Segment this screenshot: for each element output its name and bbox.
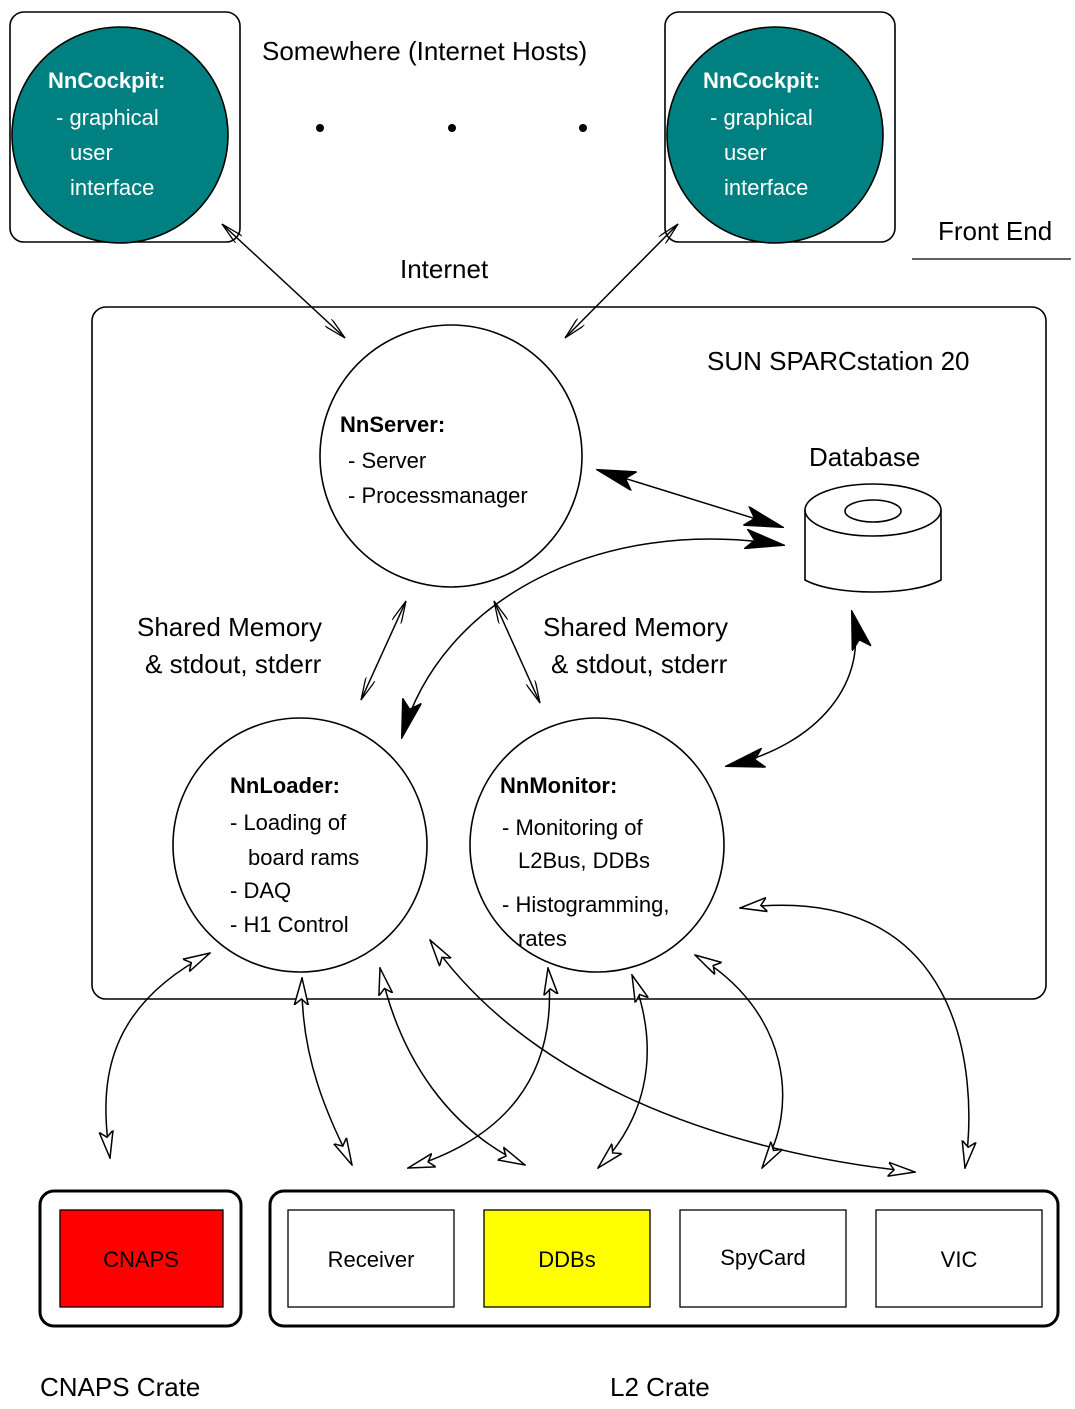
- server-loader-arrow: [360, 601, 407, 700]
- internet-label: Internet: [400, 254, 489, 284]
- ellipsis-dot-2: [448, 124, 456, 132]
- ddbs-card: [483, 1209, 651, 1308]
- cockpit-left-title: NnCockpit:: [48, 68, 165, 93]
- cockpit-left-line-2: user: [70, 140, 113, 165]
- nnloader-line-4: - H1 Control: [230, 912, 349, 937]
- shared-memory-left-line-1: Shared Memory: [137, 612, 322, 642]
- cockpit-left-line-3: interface: [70, 175, 154, 200]
- somewhere-label: Somewhere (Internet Hosts): [262, 36, 587, 66]
- spycard-card: [679, 1209, 847, 1308]
- cockpit-host-left: NnCockpit: - graphical user interface: [9, 11, 241, 244]
- cockpit-right-title: NnCockpit:: [703, 68, 820, 93]
- loader-cnaps-arrow: [106, 953, 210, 1158]
- monitor-spycard-arrow: [695, 955, 783, 1168]
- nnmonitor-circle: [469, 717, 725, 973]
- ddbs-card-label: DDBs: [538, 1247, 595, 1272]
- cnaps-crate-label: CNAPS Crate: [40, 1372, 200, 1402]
- cockpit-right-line-3: interface: [724, 175, 808, 200]
- nnmonitor-title: NnMonitor:: [500, 773, 617, 798]
- cockpit-left-circle: [11, 26, 229, 244]
- l2-crate: Receiver DDBs SpyCard VIC L2 Crate: [268, 1189, 1060, 1402]
- shared-memory-right-line-1: Shared Memory: [543, 612, 728, 642]
- ellipsis-dot-3: [579, 124, 587, 132]
- nnserver-line-2: - Processmanager: [348, 483, 528, 508]
- nnmonitor-line-4: rates: [518, 926, 567, 951]
- database-monitor-arrow: [727, 612, 856, 766]
- nnloader-title: NnLoader:: [230, 773, 340, 798]
- internet-arrow-right: [565, 224, 678, 338]
- loader-vic-arrow: [430, 940, 915, 1172]
- spycard-card-label: SpyCard: [720, 1245, 806, 1270]
- nnloader-line-2: board rams: [248, 845, 359, 870]
- nnloader-line-3: - DAQ: [230, 878, 291, 903]
- database-label: Database: [809, 442, 920, 472]
- loader-receiver-arrow: [302, 978, 352, 1165]
- server-database-arrow: [598, 470, 782, 527]
- nnmonitor-line-3: - Histogramming,: [502, 892, 669, 917]
- shared-memory-left-line-2: & stdout, stderr: [145, 649, 322, 679]
- cnaps-card-label: CNAPS: [103, 1247, 179, 1272]
- sun-sparcstation-label: SUN SPARCstation 20: [707, 346, 970, 376]
- monitor-receiver-arrow: [408, 968, 550, 1168]
- nnmonitor-line-1: - Monitoring of: [502, 815, 644, 840]
- vic-card-label: VIC: [941, 1247, 978, 1272]
- nnserver-title: NnServer:: [340, 412, 445, 437]
- front-end-label: Front End: [938, 216, 1052, 246]
- monitor-ddbs-arrow: [598, 975, 647, 1168]
- receiver-card-label: Receiver: [328, 1247, 415, 1272]
- database-cylinder-hole: [844, 499, 902, 523]
- cockpit-right-line-1: - graphical: [710, 105, 813, 130]
- ellipsis-dot-1: [316, 124, 324, 132]
- nnserver-line-1: - Server: [348, 448, 426, 473]
- cockpit-left-line-1: - graphical: [56, 105, 159, 130]
- shared-memory-right-line-2: & stdout, stderr: [551, 649, 728, 679]
- vic-card: [875, 1209, 1043, 1308]
- nnloader-circle: [172, 717, 428, 973]
- receiver-card: [287, 1209, 455, 1308]
- server-monitor-arrow: [493, 601, 541, 703]
- cockpit-right-circle: [666, 26, 884, 244]
- cockpit-right-line-2: user: [724, 140, 767, 165]
- nnloader-line-1: - Loading of: [230, 810, 347, 835]
- database-node: Database: [804, 442, 942, 593]
- nnmonitor-line-2: L2Bus, DDBs: [518, 848, 650, 873]
- cnaps-crate: CNAPS CNAPS Crate: [38, 1189, 243, 1402]
- l2-crate-label: L2 Crate: [610, 1372, 710, 1402]
- monitor-vic-arrow: [740, 905, 969, 1168]
- l2-crate-box: [268, 1189, 1060, 1328]
- loader-ddbs-arrow: [380, 968, 525, 1165]
- nnloader-node: NnLoader: - Loading of board rams - DAQ …: [172, 717, 428, 973]
- internet-arrow-left: [222, 224, 345, 338]
- nnmonitor-node: NnMonitor: - Monitoring of L2Bus, DDBs -…: [469, 717, 725, 973]
- database-loader-arrow: [402, 539, 783, 737]
- nnserver-node: NnServer: - Server - Processmanager: [319, 324, 583, 588]
- cockpit-host-right: NnCockpit: - graphical user interface: [664, 11, 896, 244]
- cnaps-card: [59, 1209, 224, 1308]
